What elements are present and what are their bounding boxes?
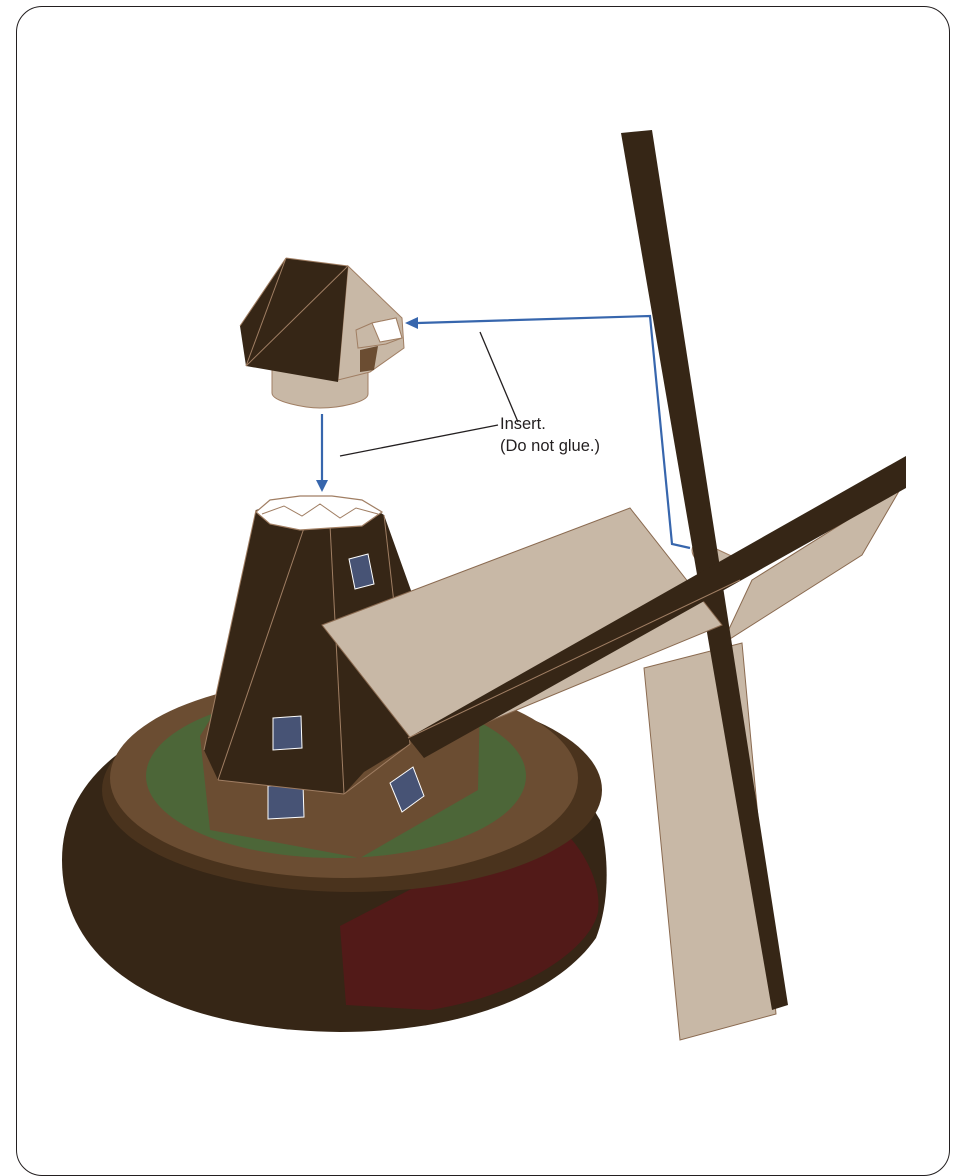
- callout-line-no-glue: (Do not glue.): [500, 435, 600, 457]
- cap-roof-dark: [240, 258, 348, 382]
- window-tower-lower: [273, 716, 302, 750]
- callout-line-insert: Insert.: [500, 413, 600, 435]
- tower-top-rim: [256, 496, 382, 530]
- arrowhead-left: [405, 317, 418, 329]
- windmill-cap: [240, 258, 404, 408]
- callout-label: Insert. (Do not glue.): [500, 413, 600, 457]
- arrowhead-down: [316, 480, 328, 492]
